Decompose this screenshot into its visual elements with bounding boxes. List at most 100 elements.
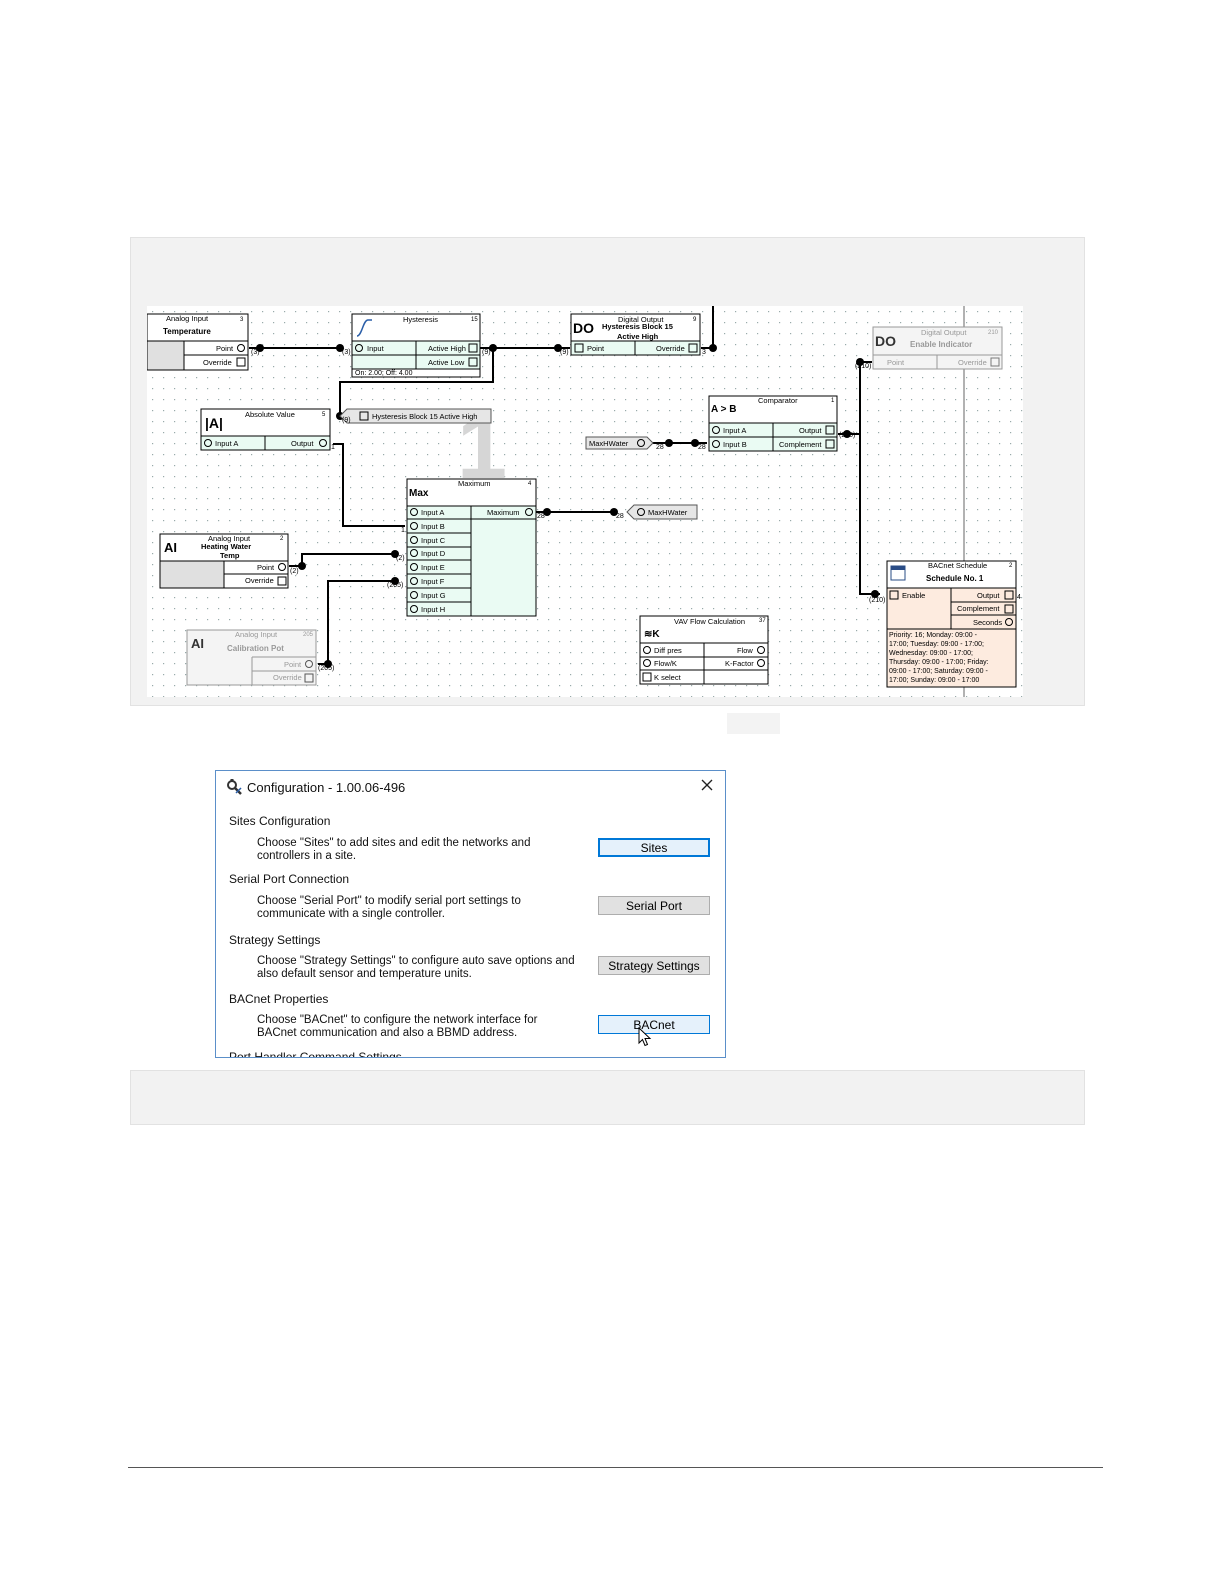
svg-text:Active High: Active High	[617, 332, 659, 341]
svg-text:15: 15	[471, 317, 478, 323]
svg-text:Output: Output	[799, 426, 822, 435]
svg-text:Digital Output: Digital Output	[921, 328, 967, 337]
analog-port-icon	[355, 344, 363, 352]
digital-port-icon	[1004, 604, 1014, 614]
svg-text:Enable: Enable	[902, 591, 925, 600]
digital-port-icon	[277, 576, 287, 586]
svg-text:Comparator: Comparator	[758, 396, 798, 405]
tag-maxhwater-in[interactable]: MaxHWater	[585, 436, 654, 450]
sites-button[interactable]: Sites	[598, 838, 710, 857]
svg-text:Input A: Input A	[421, 508, 444, 517]
svg-text:(3): (3)	[251, 349, 260, 356]
svg-text:MaxHWater: MaxHWater	[648, 508, 688, 517]
block-analog-input-temperature[interactable]: Analog Input 3 Temperature Point Overrid…	[147, 313, 249, 371]
footer-rule	[128, 1467, 1103, 1468]
svg-text:Input: Input	[367, 344, 385, 353]
svg-text:28: 28	[656, 444, 664, 451]
svg-text:4: 4	[1017, 594, 1021, 601]
svg-text:Output: Output	[291, 439, 314, 448]
digital-port-icon	[688, 343, 698, 353]
svg-text:Active Low: Active Low	[428, 358, 465, 367]
wire-hyst-tag	[339, 348, 494, 416]
analog-port-icon	[757, 646, 765, 654]
wire-abs-max	[333, 443, 405, 527]
svg-text:K select: K select	[654, 673, 682, 682]
svg-text:Priority: 16; Monday: 09:00 -: Priority: 16; Monday: 09:00 -	[889, 632, 978, 639]
caption-placeholder	[727, 713, 780, 734]
digital-port-icon	[468, 357, 478, 367]
svg-text:Input F: Input F	[421, 577, 445, 586]
svg-text:Complement: Complement	[779, 440, 822, 449]
max-icon: Max	[409, 488, 429, 499]
close-icon[interactable]	[699, 777, 715, 793]
svg-text:28: 28	[616, 513, 624, 520]
block-absolute-value[interactable]: |A| Absolute Value 5 Input A Output	[200, 408, 331, 451]
digital-port-icon	[642, 672, 652, 682]
do-icon: DO	[875, 333, 896, 349]
digital-port-icon	[825, 425, 835, 435]
svg-text:Override: Override	[958, 358, 987, 367]
block-digital-output-hysteresis[interactable]: DO Digital Output 9 Hysteresis Block 15 …	[570, 313, 701, 356]
tag-maxhwater-out[interactable]: MaxHWater	[626, 504, 698, 520]
svg-text:(210): (210)	[855, 363, 871, 370]
svg-text:On: 2.00; Off: 4.00: On: 2.00; Off: 4.00	[355, 370, 413, 377]
block-comparator[interactable]: A > B Comparator 1 Input A Input B Outpu…	[708, 395, 838, 452]
do-icon: DO	[573, 320, 594, 336]
svg-text:MaxHWater: MaxHWater	[589, 439, 629, 448]
svg-text:Input H: Input H	[421, 605, 445, 614]
vav-k-icon: ≋K	[644, 629, 660, 640]
lower-panel	[130, 1070, 1085, 1125]
svg-text:Complement: Complement	[957, 604, 1000, 613]
svg-text:Input C: Input C	[421, 536, 446, 545]
block-digital-output-enable-indicator[interactable]: DO Digital Output 210 Enable Indicator P…	[872, 326, 1003, 370]
section-heading-port-handler: Port Handler Command Settings	[229, 1050, 402, 1058]
section-heading-sites: Sites Configuration	[229, 814, 331, 828]
svg-text:K-Factor: K-Factor	[725, 659, 754, 668]
svg-text:Enable Indicator: Enable Indicator	[910, 340, 972, 349]
block-bacnet-schedule[interactable]: BACnet Schedule 2 Schedule No. 1 Enable …	[886, 560, 1017, 688]
tag-hysteresis-active-high[interactable]: Hysteresis Block 15 Active High	[339, 408, 492, 424]
svg-text:(9): (9)	[482, 349, 491, 356]
block-name: Temperature	[163, 327, 211, 336]
svg-text:Hysteresis: Hysteresis	[403, 315, 438, 324]
section-desc-sites: Choose "Sites" to add sites and edit the…	[257, 837, 531, 862]
svg-text:(205): (205)	[318, 665, 334, 672]
svg-text:Override: Override	[273, 673, 302, 682]
block-analog-input-heating-water[interactable]: AI Analog Input 2 Heating Water Temp Poi…	[159, 533, 289, 589]
strategy-settings-button[interactable]: Strategy Settings	[598, 956, 710, 975]
analog-port-icon	[204, 439, 212, 447]
svg-text:Hysteresis Block 15 Active Hig: Hysteresis Block 15 Active High	[372, 412, 477, 421]
digital-port-icon	[1004, 590, 1014, 600]
svg-text:1: 1	[331, 444, 335, 451]
block-vav-flow-calculation[interactable]: ≋K VAV Flow Calculation 37 Diff pres Flo…	[639, 615, 769, 685]
bacnet-button[interactable]: BACnet	[598, 1015, 710, 1034]
svg-text:17:00; Sunday: 09:00 - 17:00: 17:00; Sunday: 09:00 - 17:00	[889, 677, 979, 684]
section-desc-serial-port: Choose "Serial Port" to modify serial po…	[257, 895, 521, 920]
svg-text:Output: Output	[977, 591, 1000, 600]
section-desc-strategy-settings: Choose "Strategy Settings" to configure …	[257, 955, 575, 980]
block-maximum[interactable]: Max Maximum 4 Input A Input B Input C In…	[406, 478, 537, 617]
svg-text:Diff pres: Diff pres	[654, 646, 682, 655]
svg-text:210: 210	[988, 330, 999, 336]
svg-text:Input D: Input D	[421, 549, 446, 558]
analog-port-icons	[410, 508, 533, 613]
svg-text:VAV Flow Calculation: VAV Flow Calculation	[674, 617, 745, 626]
svg-text:Thursday: 09:00 - 17:00; Frida: Thursday: 09:00 - 17:00; Friday:	[889, 659, 989, 666]
svg-text:9: 9	[693, 317, 697, 323]
svg-text:Input B: Input B	[421, 522, 445, 531]
svg-text:28: 28	[537, 513, 545, 520]
block-hysteresis[interactable]: Hysteresis 15 Input Active High Active L…	[351, 313, 481, 378]
analog-port-icon	[319, 439, 327, 447]
svg-text:Schedule No. 1: Schedule No. 1	[926, 574, 984, 583]
strategy-diagram[interactable]: 1 Analog Input 3 Temperature Po	[147, 306, 1023, 697]
svg-text:(2): (2)	[290, 568, 299, 575]
svg-text:Input B: Input B	[723, 440, 747, 449]
svg-text:Point: Point	[216, 344, 234, 353]
digital-port-icon	[359, 411, 369, 421]
serial-port-button[interactable]: Serial Port	[598, 896, 710, 915]
svg-text:205: 205	[303, 632, 314, 638]
configuration-dialog: Configuration - 1.00.06-496 Sites Config…	[215, 770, 726, 1058]
comparator-icon: A > B	[711, 404, 736, 415]
svg-text:Input G: Input G	[421, 591, 446, 600]
block-analog-input-calibration-pot[interactable]: AI Analog Input 205 Calibration Pot Poin…	[186, 629, 317, 686]
